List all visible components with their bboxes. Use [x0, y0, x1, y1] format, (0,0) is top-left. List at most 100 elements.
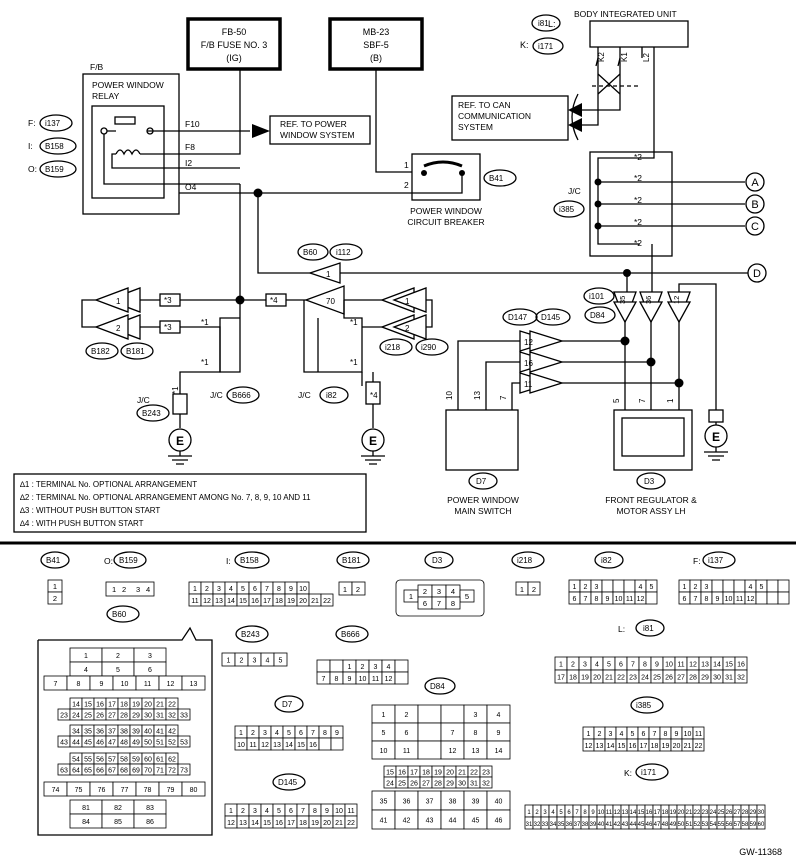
svg-text:D84: D84 [430, 682, 445, 691]
pin-number: 40 [144, 729, 152, 736]
svg-text:REF. TO POWER: REF. TO POWER [280, 119, 347, 129]
pin-number: 21 [156, 702, 164, 709]
pin-number: 18 [651, 743, 659, 750]
pin-cell [623, 579, 636, 593]
pin-number: 2 [205, 586, 209, 593]
pin-number: 28 [434, 781, 442, 788]
pin-number: 78 [144, 787, 152, 794]
pin-number: 11 [191, 598, 198, 605]
pin-number: 5 [277, 808, 281, 815]
pin-number: 27 [108, 713, 116, 720]
pin-number: 9 [606, 596, 610, 603]
pin-number: 21 [311, 598, 319, 605]
svg-text:1: 1 [409, 592, 413, 601]
pin-cell [440, 704, 465, 724]
svg-text:E: E [369, 434, 377, 448]
pin-number: 9 [100, 681, 104, 688]
pin-number: 2 [240, 658, 244, 665]
svg-text:D7: D7 [476, 477, 487, 486]
svg-text:SBF-5: SBF-5 [363, 40, 389, 50]
pin-number: 43 [60, 740, 68, 747]
pin-number: 26 [410, 781, 418, 788]
svg-text:B243: B243 [241, 630, 260, 639]
pin-number: 17 [557, 675, 565, 682]
pin-number: 52 [168, 740, 176, 747]
pin-number: 23 [60, 713, 68, 720]
pin-number: 9 [289, 586, 293, 593]
pin-number: 13 [596, 743, 604, 750]
pin-number: 25 [398, 781, 406, 788]
pin-number: 20 [678, 810, 685, 816]
pin-number: 35 [558, 822, 565, 828]
svg-text:*2: *2 [634, 238, 642, 248]
pin-number: 22 [470, 770, 478, 777]
pin-cell [777, 579, 790, 593]
svg-text:E: E [176, 434, 184, 448]
svg-text:D147: D147 [508, 313, 528, 322]
pin-number: 30 [458, 781, 466, 788]
pin-number: 6 [299, 730, 303, 737]
pin-number: 50 [144, 740, 152, 747]
pin-number: 2 [535, 810, 539, 816]
connector-d84: i101 D84 35 36 12 E [583, 244, 728, 461]
pin-number: 29 [446, 781, 454, 788]
pin-number: 12 [689, 662, 697, 669]
pin-number: 10 [121, 681, 129, 688]
svg-text:B159: B159 [119, 556, 138, 565]
svg-text:1: 1 [666, 398, 675, 403]
pin-cell [733, 579, 746, 593]
pin-number: 75 [75, 787, 83, 794]
pin-number: 46 [96, 740, 104, 747]
svg-text:*2: *2 [634, 152, 642, 162]
pin-number: 31 [526, 822, 533, 828]
pin-cell [320, 593, 334, 607]
pin-number: 15 [386, 770, 394, 777]
svg-text:*1: *1 [201, 318, 209, 327]
svg-text:FRONT REGULATOR &: FRONT REGULATOR & [605, 495, 697, 505]
pin-number: 4 [620, 731, 624, 738]
pin-number: 6 [619, 662, 623, 669]
pin-number: 10 [615, 596, 623, 603]
svg-text:B60: B60 [303, 248, 318, 257]
pin-number: 32 [482, 781, 490, 788]
pin-number: 27 [734, 810, 741, 816]
pin-number: 21 [458, 770, 466, 777]
pin-number: 37 [108, 729, 116, 736]
pin-number: 57 [108, 757, 116, 764]
pin-number: 4 [551, 810, 555, 816]
pin-number: 16 [737, 662, 745, 669]
svg-text:D3: D3 [644, 477, 655, 486]
pin-number: 11 [372, 676, 379, 683]
svg-text:2: 2 [116, 324, 121, 333]
pin-number: 30 [713, 675, 721, 682]
pin-number: 16 [96, 702, 104, 709]
pin-number: 38 [120, 729, 128, 736]
svg-text:J/C: J/C [210, 390, 223, 400]
pin-number: 7 [575, 810, 579, 816]
pin-cell [273, 652, 288, 667]
pin-cell [181, 675, 206, 691]
svg-text:I2: I2 [185, 158, 192, 168]
body-integrated-unit: BODY INTEGRATED UNIT L: i81 K: i171 K2 K… [520, 9, 689, 67]
svg-text:1: 1 [326, 270, 331, 279]
pin-number: 10 [684, 731, 692, 738]
pin-number: 22 [347, 820, 355, 827]
svg-text:A: A [751, 177, 759, 189]
pin-number: 4 [387, 664, 391, 671]
pin-number: 2 [405, 712, 409, 719]
pin-number: 59 [750, 822, 757, 828]
svg-text:(B): (B) [370, 53, 382, 63]
svg-text:*1: *1 [171, 386, 180, 394]
pin-number: 26 [96, 713, 104, 720]
pin-number: 4 [84, 667, 88, 674]
svg-text:1: 1 [343, 585, 347, 594]
pin-number: 6 [253, 586, 257, 593]
pin-number: 12 [203, 598, 211, 605]
svg-text:1: 1 [405, 297, 410, 306]
pin-number: 10 [299, 586, 307, 593]
pin-number: 4 [266, 658, 270, 665]
pin-number: 13 [273, 742, 281, 749]
pin-number: 18 [569, 675, 577, 682]
pin-number: 21 [684, 743, 692, 750]
pin-number: 15 [638, 810, 645, 816]
